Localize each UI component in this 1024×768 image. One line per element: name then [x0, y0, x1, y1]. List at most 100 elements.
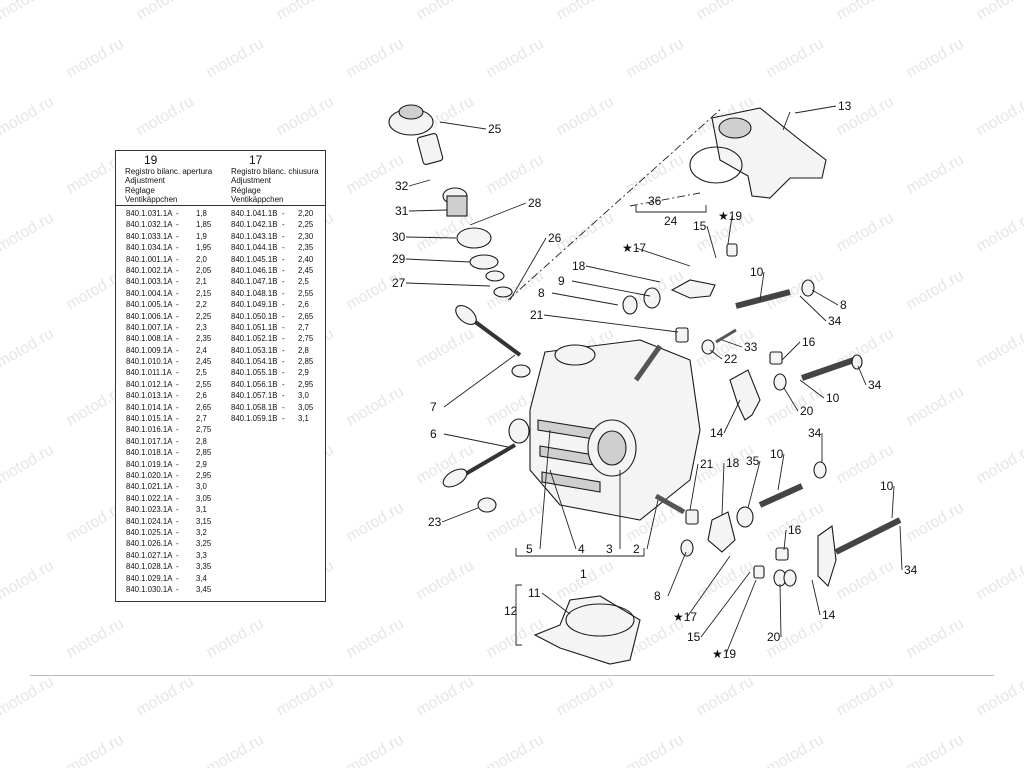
group-bracket [515, 584, 522, 646]
leader-line [891, 485, 895, 519]
table-cell-dash: - [282, 414, 285, 424]
table-cell-dash: - [176, 345, 179, 355]
spring-small [643, 287, 661, 309]
valve-cap-top [398, 104, 424, 120]
leader-line [721, 339, 743, 348]
table-cell-val: 2,25 [298, 220, 314, 230]
callout-label: 33 [744, 340, 758, 354]
callout-label: 24 [664, 214, 678, 228]
table-cell-dash: - [176, 209, 179, 218]
leader-line [689, 463, 699, 511]
table-cell-val: 2,2 [196, 300, 207, 310]
table-cell-dash: - [176, 334, 179, 344]
rocker-shaft [735, 289, 791, 309]
table-cell-code: 840.1.054.1B [231, 357, 278, 367]
callout-label: 21 [700, 457, 714, 471]
table-cell-code: 840.1.017.1A [126, 436, 173, 446]
callout-label: 34 [868, 378, 882, 392]
leader-line [646, 499, 659, 550]
table-cell-code: 840.1.009.1A [126, 345, 173, 355]
table-cell-dash: - [176, 482, 179, 492]
table-cell-dash: - [282, 231, 285, 241]
table-row: 840.1.003.1A-2,1 [116, 276, 224, 287]
table-cell-val: 3,0 [196, 482, 207, 492]
leader-line [721, 462, 725, 516]
table-cell-val: 2,1 [196, 277, 207, 287]
table-cell-val: 2,30 [298, 231, 314, 241]
column-part-number: 17 [249, 153, 263, 167]
table-row: 840.1.032.1A-1,85 [116, 219, 224, 230]
table-row: 840.1.026.1A-3,25 [116, 538, 224, 549]
washer [622, 295, 638, 315]
table-cell-code: 840.1.049.1B [231, 300, 278, 310]
leader-line [541, 592, 571, 615]
table-cell-dash: - [176, 243, 179, 253]
rocker-shaft [834, 517, 902, 555]
table-cell-val: 1,85 [196, 220, 212, 230]
table-cell-dash: - [282, 402, 285, 412]
table-row: 840.1.011.1A-2,5 [116, 367, 224, 378]
table-row: 840.1.043.1B-2,30 [224, 231, 327, 242]
shim [726, 243, 738, 257]
table-cell-code: 840.1.041.1B [231, 209, 278, 218]
table-cell-val: 3,35 [196, 562, 212, 572]
table-cell-code: 840.1.002.1A [126, 265, 173, 275]
table-row: 840.1.031.1A-1,8 [116, 208, 224, 219]
table-row: 840.1.044.1B-2,35 [224, 242, 327, 253]
table-cell-val: 2,25 [196, 311, 212, 321]
leader-line [799, 295, 827, 322]
table-cell-dash: - [176, 402, 179, 412]
table-row: 840.1.057.1B-3,0 [224, 390, 327, 401]
leader-line [405, 258, 471, 263]
callout-label: 18 [726, 456, 740, 470]
table-cell-dash: - [176, 459, 179, 469]
table-row: 840.1.023.1A-3,1 [116, 504, 224, 515]
callout-label: 10 [880, 479, 894, 493]
nut [775, 547, 789, 561]
table-cell-code: 840.1.011.1A [126, 368, 172, 378]
table-row: 840.1.009.1A-2,4 [116, 345, 224, 356]
table-cell-val: 2,5 [196, 368, 207, 378]
spark-plug-well [554, 344, 596, 366]
callout-label: 25 [488, 122, 502, 136]
leader-line [549, 469, 577, 550]
table-row: 840.1.019.1A-2,9 [116, 459, 224, 470]
callout-label: 15 [687, 630, 701, 644]
column-description: Registro bilanc. apertura Adjustment Rég… [125, 167, 212, 204]
spring-small [736, 506, 754, 528]
table-row: 840.1.020.1A-2,95 [116, 470, 224, 481]
table-row: 840.1.002.1A-2,05 [116, 265, 224, 276]
table-cell-dash: - [176, 573, 179, 583]
table-cell-val: 2,75 [196, 425, 212, 435]
table-cell-dash: - [282, 379, 285, 389]
leader-line [405, 282, 491, 287]
table-cell-dash: - [176, 414, 179, 424]
table-cell-val: 2,7 [196, 414, 207, 424]
table-cell-val: 3,1 [196, 505, 207, 515]
valve-guide [654, 493, 686, 515]
callout-label: 3 [606, 542, 613, 556]
table-cell-code: 840.1.028.1A [126, 562, 173, 572]
table-cell-dash: - [282, 345, 285, 355]
desc-line: Réglage [125, 185, 155, 195]
table-row: 840.1.047.1B-2,5 [224, 276, 327, 287]
table-cell-dash: - [176, 391, 179, 401]
table-cell-dash: - [282, 391, 285, 401]
table-row: 840.1.041.1B-2,20 [224, 208, 327, 219]
callout-label: 20 [767, 630, 781, 644]
table-row: 840.1.027.1A-3,3 [116, 550, 224, 561]
valve-head [455, 305, 477, 325]
valve-stem [468, 316, 522, 357]
group-bracket [515, 548, 645, 557]
table-cell-code: 840.1.031.1A [126, 209, 173, 218]
callout-label: 9 [558, 274, 565, 288]
table-row: 840.1.028.1A- 3,35 [116, 561, 224, 572]
table-cell-dash: - [176, 311, 179, 321]
table-cell-code: 840.1.057.1B [231, 391, 278, 401]
table-cell-dash: - [176, 562, 179, 572]
table-cell-val: 2,6 [196, 391, 207, 401]
leader-line [747, 460, 761, 509]
table-cell-dash: - [176, 322, 179, 332]
leader-line [635, 247, 691, 267]
table-cell-code: 840.1.032.1A [126, 220, 173, 230]
